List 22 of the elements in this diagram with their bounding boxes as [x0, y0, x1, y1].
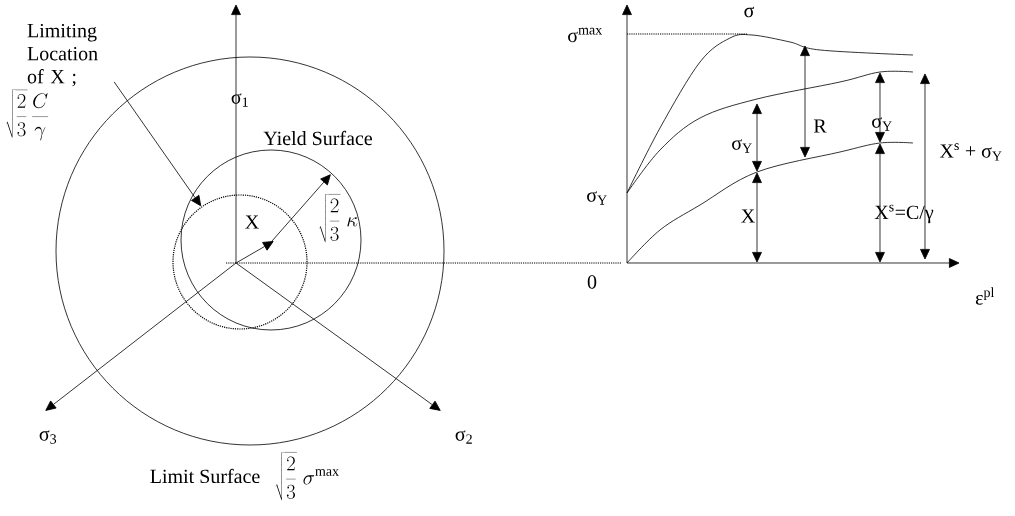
axis-label: σ$_{3}$ — [39, 430, 57, 444]
callout-text: Limiting Location of X ; $\sqrt{\frac{2}{3}}\,\frac{C}{\gamma}$ — [6, 23, 98, 141]
curve-label: Yield Surface — [263, 130, 372, 146]
dimension-label: X — [741, 209, 755, 223]
leader-line — [113, 81, 202, 207]
dimension-label: X$^{s}$ + σ$_{Y}$ — [939, 143, 1002, 161]
axis-label: ε$^{pl}$ — [975, 287, 995, 305]
formula: $\sqrt{\frac{2}{3}}\;\sigma^{\mathrm{max}}$ — [275, 452, 339, 501]
axis-label: σ — [744, 6, 755, 18]
axis-label: 0 — [587, 275, 597, 289]
axis-label: σ$_{1}$ — [231, 93, 248, 107]
formula: $\sqrt{\frac{2}{3}}\;\kappa$ — [319, 194, 358, 243]
axis-label: σ$_{2}$ — [455, 430, 472, 444]
axis-label: σ$^{max}$ — [568, 27, 603, 43]
dimension-label: R — [813, 119, 827, 133]
dimension-label: X$^{s}$=C/γ — [874, 204, 934, 224]
dotted-circle — [172, 194, 308, 330]
surface-label: Limit Surface — [150, 468, 260, 484]
dimension-label: σ$_{Y}$ — [732, 139, 752, 153]
dimension-label: σ$_{Y}$ — [872, 117, 892, 131]
vector-label: X — [245, 215, 259, 229]
axis-label: σ$_{Y}$ — [587, 191, 607, 205]
